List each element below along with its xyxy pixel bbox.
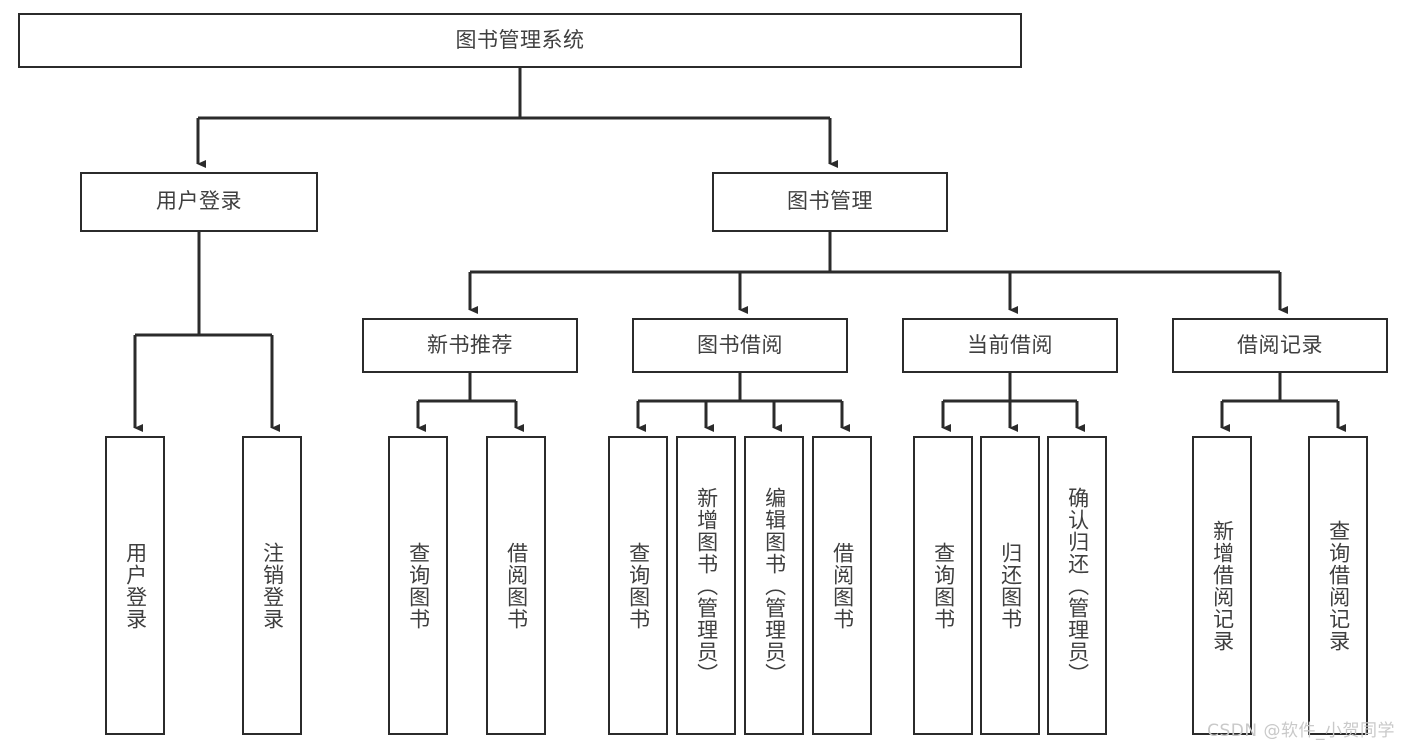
node-leaf-query-book-2[interactable]: 查询图书 [608, 436, 668, 735]
node-leaf-user-login-label: 用户登录 [123, 541, 148, 630]
node-leaf-edit-book-label: 编辑图书（管理员） [762, 486, 787, 685]
node-leaf-user-login[interactable]: 用户登录 [105, 436, 165, 735]
node-leaf-query-record-label: 查询借阅记录 [1326, 519, 1351, 652]
node-leaf-add-record-label: 新增借阅记录 [1210, 519, 1235, 652]
node-root[interactable]: 图书管理系统 [18, 13, 1022, 68]
node-leaf-return-book[interactable]: 归还图书 [980, 436, 1040, 735]
node-current-borrow[interactable]: 当前借阅 [902, 318, 1118, 373]
node-book-borrow-label: 图书借阅 [697, 332, 783, 357]
node-leaf-add-record[interactable]: 新增借阅记录 [1192, 436, 1252, 735]
node-leaf-query-book-2-label: 查询图书 [626, 541, 651, 630]
node-leaf-return-book-label: 归还图书 [998, 541, 1023, 630]
node-leaf-add-book-label: 新增图书（管理员） [694, 486, 719, 685]
node-leaf-query-book-3[interactable]: 查询图书 [913, 436, 973, 735]
node-leaf-query-book-1[interactable]: 查询图书 [388, 436, 448, 735]
node-new-book-recommend-label: 新书推荐 [427, 332, 513, 357]
node-leaf-query-record[interactable]: 查询借阅记录 [1308, 436, 1368, 735]
node-current-borrow-label: 当前借阅 [967, 332, 1053, 357]
node-leaf-borrow-book-1-label: 借阅图书 [504, 541, 529, 630]
node-leaf-logout-label: 注销登录 [260, 541, 285, 630]
node-leaf-borrow-book-2[interactable]: 借阅图书 [812, 436, 872, 735]
node-new-book-recommend[interactable]: 新书推荐 [362, 318, 578, 373]
node-root-label: 图书管理系统 [455, 27, 585, 52]
node-borrow-record-label: 借阅记录 [1237, 332, 1323, 357]
node-leaf-borrow-book-1[interactable]: 借阅图书 [486, 436, 546, 735]
node-leaf-confirm-return[interactable]: 确认归还（管理员） [1047, 436, 1107, 735]
node-borrow-record[interactable]: 借阅记录 [1172, 318, 1388, 373]
node-leaf-query-book-3-label: 查询图书 [931, 541, 956, 630]
node-user-login-label: 用户登录 [156, 189, 242, 214]
node-user-login[interactable]: 用户登录 [80, 172, 318, 232]
node-leaf-edit-book[interactable]: 编辑图书（管理员） [744, 436, 804, 735]
node-book-borrow[interactable]: 图书借阅 [632, 318, 848, 373]
csdn-watermark: CSDN @软件_小贺同学 [1207, 721, 1395, 741]
node-leaf-logout[interactable]: 注销登录 [242, 436, 302, 735]
node-leaf-add-book[interactable]: 新增图书（管理员） [676, 436, 736, 735]
node-leaf-borrow-book-2-label: 借阅图书 [830, 541, 855, 630]
node-book-manage-label: 图书管理 [787, 189, 873, 214]
node-book-manage[interactable]: 图书管理 [712, 172, 948, 232]
node-leaf-query-book-1-label: 查询图书 [406, 541, 431, 630]
node-leaf-confirm-return-label: 确认归还（管理员） [1065, 486, 1090, 685]
